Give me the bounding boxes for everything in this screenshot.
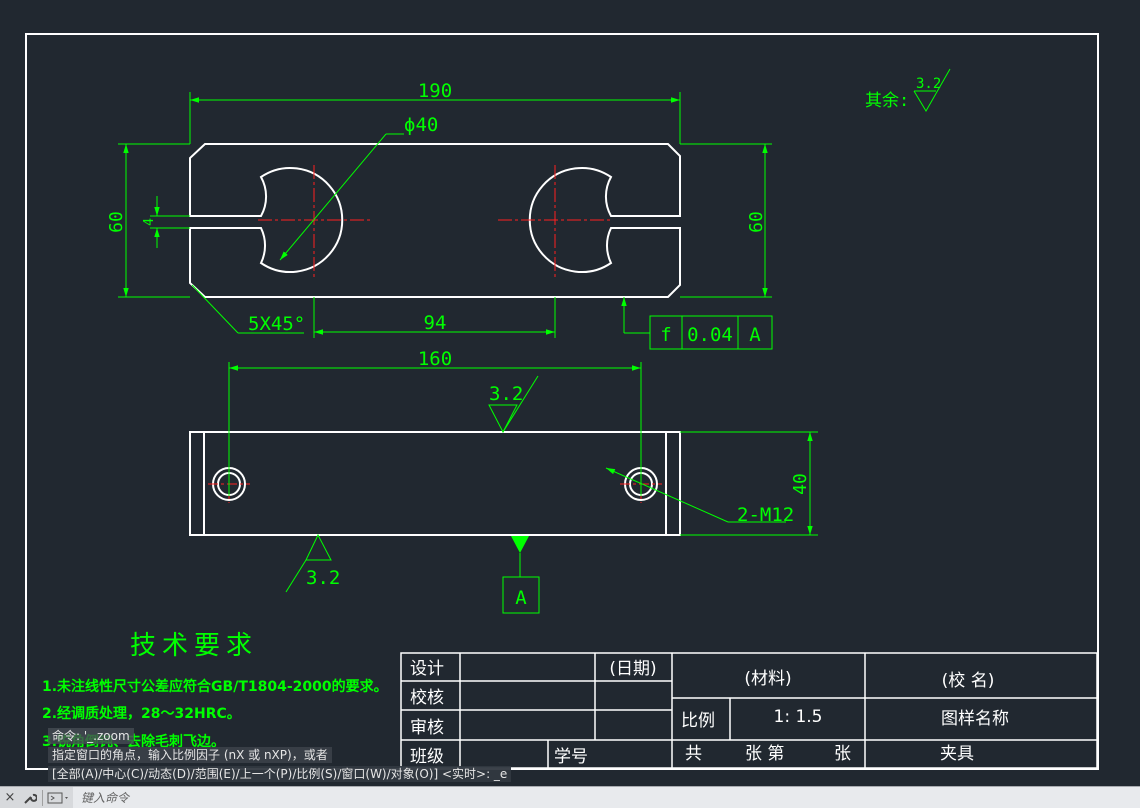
finish-top-value: 3.2 — [489, 383, 523, 405]
svg-text:3.2: 3.2 — [916, 76, 941, 92]
front-centerlines — [208, 464, 662, 503]
top-view-dimension-text: 190 ϕ40 60 4 60 5X45° 94 f 0.04 A — [106, 80, 767, 346]
svg-text:(材料): (材料) — [744, 669, 791, 689]
dim-190: 190 — [418, 80, 452, 102]
command-history: 命令: '_.zoom 指定窗口的角点，输入比例因子 (nX 或 nXP)，或者… — [48, 728, 608, 785]
svg-text:(校 名): (校 名) — [942, 671, 995, 691]
svg-text:设计: 设计 — [410, 659, 444, 679]
svg-text:张: 张 — [834, 744, 851, 764]
svg-text:1: 1.5: 1: 1.5 — [774, 707, 823, 727]
command-history-line: [全部(A)/中心(C)/动态(D)/范围(E)/上一个(P)/比例(S)/窗口… — [48, 766, 512, 782]
general-surface-finish: 其余: 3.2 — [865, 68, 951, 112]
command-prompt-icon[interactable] — [45, 788, 73, 808]
front-view-dimension-text: 160 40 2-M12 3.2 3.2 A — [306, 348, 811, 609]
top-centerlines — [258, 165, 612, 278]
svg-text:班级: 班级 — [410, 747, 444, 767]
sheet-frame — [25, 33, 1099, 770]
svg-text:(日期): (日期) — [609, 659, 656, 679]
command-bar: × — [0, 786, 1140, 808]
dim-right-60: 60 — [746, 211, 767, 233]
svg-text:共: 共 — [685, 744, 702, 764]
title-block-text: 设计 (日期) 校核 审核 班级 学号 (材料) (校 名) 比例 1: 1.5… — [410, 659, 1009, 767]
command-history-line: 指定窗口的角点，输入比例因子 (nX 或 nXP)，或者 — [48, 747, 332, 763]
tech-item-1: 1.未注线性尺寸公差应符合GB/T1804-2000的要求。 — [42, 678, 388, 695]
cad-drawing[interactable]: 190 ϕ40 60 4 60 5X45° 94 f 0.04 A 其余: 3.… — [0, 0, 1140, 786]
dim-40: 40 — [790, 473, 811, 495]
top-view-part[interactable] — [189, 143, 681, 298]
svg-text:图样名称: 图样名称 — [941, 709, 1009, 729]
svg-text:比例: 比例 — [681, 711, 715, 731]
tolerance-value: 0.04 — [687, 324, 733, 346]
dim-160: 160 — [418, 348, 452, 370]
svg-text:夹具: 夹具 — [940, 744, 974, 764]
dim-slot-4: 4 — [142, 218, 157, 226]
tolerance-datum: A — [749, 324, 761, 346]
svg-text:张 第: 张 第 — [745, 744, 784, 764]
svg-text:其余:: 其余: — [865, 91, 909, 111]
tech-item-2: 2.经调质处理，28～32HRC。 — [42, 705, 241, 722]
svg-text:校核: 校核 — [410, 688, 444, 708]
front-view-dimensions — [228, 362, 818, 614]
dim-94: 94 — [424, 312, 447, 334]
finish-bottom-value: 3.2 — [306, 567, 340, 589]
thread-callout: 2-M12 — [737, 504, 794, 526]
command-history-line: 命令: '_.zoom — [48, 728, 134, 744]
dim-diameter-40: ϕ40 — [404, 114, 438, 136]
top-view-dimensions — [118, 92, 773, 350]
tech-title: 技术要求 — [130, 631, 258, 661]
datum-triangle — [511, 536, 529, 553]
svg-text:审核: 审核 — [410, 718, 444, 738]
dim-chamfer: 5X45° — [248, 313, 305, 335]
drawing-canvas[interactable]: 190 ϕ40 60 4 60 5X45° 94 f 0.04 A 其余: 3.… — [0, 0, 1140, 786]
title-block — [400, 652, 1098, 769]
toolbar-separator — [42, 789, 43, 806]
wrench-icon[interactable] — [20, 788, 40, 808]
tolerance-symbol: f — [660, 324, 671, 346]
dim-left-60: 60 — [106, 211, 127, 233]
close-icon[interactable]: × — [4, 790, 16, 805]
svg-text:学号: 学号 — [554, 747, 588, 767]
front-view-part[interactable] — [189, 431, 681, 536]
datum-label: A — [515, 587, 527, 609]
command-input[interactable] — [73, 787, 1140, 808]
